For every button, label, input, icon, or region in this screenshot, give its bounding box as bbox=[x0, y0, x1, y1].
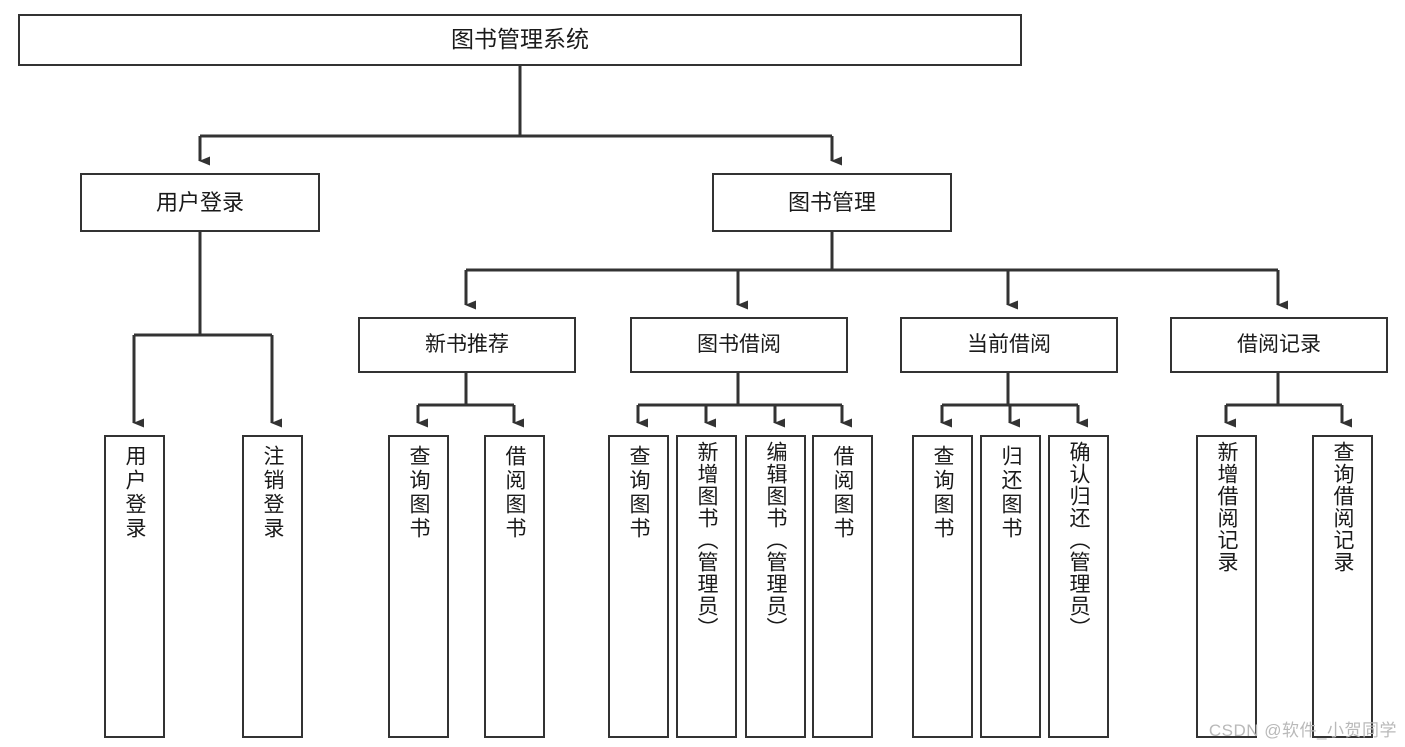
node-user-login[interactable]: 用户登录 bbox=[80, 173, 320, 232]
node-current-borrow[interactable]: 当前借阅 bbox=[900, 317, 1118, 373]
node-book-management[interactable]: 图书管理 bbox=[712, 173, 952, 232]
leaf-book-borrow-edit-book[interactable]: 编辑图书（管理员） bbox=[745, 435, 806, 738]
leaf-new-book-borrow-book[interactable]: 借阅图书 bbox=[484, 435, 545, 738]
leaf-current-borrow-confirm-return-label: 确认归还（管理员） bbox=[1067, 441, 1090, 639]
leaf-new-book-borrow-book-label: 借阅图书 bbox=[503, 445, 526, 541]
node-new-book-recommend-label: 新书推荐 bbox=[425, 332, 509, 356]
node-book-management-label: 图书管理 bbox=[787, 189, 876, 215]
leaf-current-borrow-return-book-label: 归还图书 bbox=[999, 445, 1022, 541]
leaf-book-borrow-edit-book-label: 编辑图书（管理员） bbox=[764, 441, 787, 639]
node-new-book-recommend[interactable]: 新书推荐 bbox=[358, 317, 576, 373]
node-user-login-label: 用户登录 bbox=[155, 189, 244, 215]
node-current-borrow-label: 当前借阅 bbox=[967, 332, 1051, 356]
node-book-borrow-label: 图书借阅 bbox=[697, 332, 781, 356]
leaf-borrow-records-add-record-label: 新增借阅记录 bbox=[1215, 441, 1238, 573]
leaf-user-login-login[interactable]: 用户登录 bbox=[104, 435, 165, 738]
leaf-current-borrow-query-book[interactable]: 查询图书 bbox=[912, 435, 973, 738]
leaf-borrow-records-query-record[interactable]: 查询借阅记录 bbox=[1312, 435, 1373, 738]
node-root-system-label: 图书管理系统 bbox=[451, 26, 589, 53]
node-borrow-records[interactable]: 借阅记录 bbox=[1170, 317, 1388, 373]
node-book-borrow[interactable]: 图书借阅 bbox=[630, 317, 848, 373]
leaf-current-borrow-query-book-label: 查询图书 bbox=[931, 445, 954, 541]
leaf-book-borrow-borrow-book[interactable]: 借阅图书 bbox=[812, 435, 873, 738]
node-borrow-records-label: 借阅记录 bbox=[1237, 332, 1321, 356]
leaf-user-login-logout[interactable]: 注销登录 bbox=[242, 435, 303, 738]
leaf-book-borrow-borrow-book-label: 借阅图书 bbox=[831, 445, 854, 541]
leaf-book-borrow-query-book-label: 查询图书 bbox=[627, 445, 650, 541]
leaf-new-book-query-book-label: 查询图书 bbox=[407, 445, 430, 541]
leaf-current-borrow-confirm-return[interactable]: 确认归还（管理员） bbox=[1048, 435, 1109, 738]
leaf-new-book-query-book[interactable]: 查询图书 bbox=[388, 435, 449, 738]
leaf-current-borrow-return-book[interactable]: 归还图书 bbox=[980, 435, 1041, 738]
leaf-user-login-login-label: 用户登录 bbox=[123, 445, 146, 541]
leaf-book-borrow-add-book[interactable]: 新增图书（管理员） bbox=[676, 435, 737, 738]
leaf-user-login-logout-label: 注销登录 bbox=[261, 445, 284, 541]
leaf-book-borrow-query-book[interactable]: 查询图书 bbox=[608, 435, 669, 738]
leaf-borrow-records-query-record-label: 查询借阅记录 bbox=[1331, 441, 1354, 573]
leaf-book-borrow-add-book-label: 新增图书（管理员） bbox=[695, 441, 718, 639]
node-root-system[interactable]: 图书管理系统 bbox=[18, 14, 1022, 66]
leaf-borrow-records-add-record[interactable]: 新增借阅记录 bbox=[1196, 435, 1257, 738]
